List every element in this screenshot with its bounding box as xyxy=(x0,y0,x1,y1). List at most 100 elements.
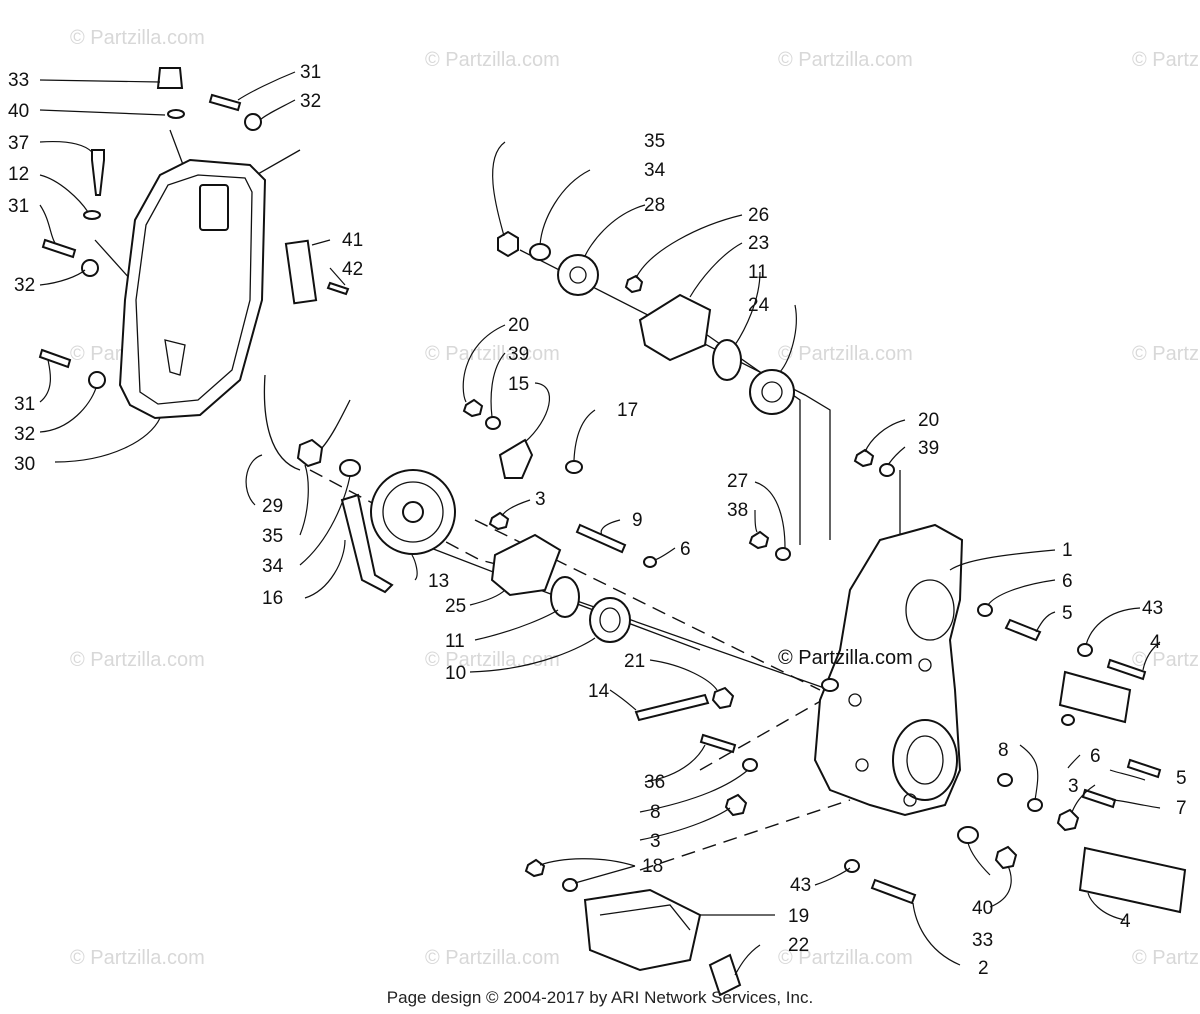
callout-2: 2 xyxy=(978,958,989,979)
callout-25: 25 xyxy=(445,596,466,617)
callout-11: 11 xyxy=(445,631,465,652)
callout-32: 32 xyxy=(300,91,321,112)
callout-5: 5 xyxy=(1062,603,1073,624)
clip-15 xyxy=(498,438,534,479)
callout-27: 27 xyxy=(727,471,748,492)
callout-22: 22 xyxy=(788,935,809,956)
callout-11: 11 xyxy=(748,262,768,283)
callout-8: 8 xyxy=(650,802,661,823)
bracket-25 xyxy=(490,533,562,597)
callout-6: 6 xyxy=(680,539,691,560)
ring-11b xyxy=(712,339,742,381)
watermark: © Partzilla.com xyxy=(778,947,913,969)
callout-32: 32 xyxy=(14,424,35,445)
ring-11 xyxy=(550,576,580,618)
callout-labels: 33 40 37 12 31 32 31 32 31 32 30 41 42 2… xyxy=(8,62,1187,979)
callout-34: 34 xyxy=(644,160,666,181)
callout-43: 43 xyxy=(790,875,811,896)
leader-lines xyxy=(39,71,1161,976)
callout-31: 31 xyxy=(300,62,321,83)
callout-16: 16 xyxy=(262,588,283,609)
callout-20: 20 xyxy=(918,410,939,431)
watermark: © Partzilla.com xyxy=(425,49,560,71)
watermark: © Partzilla.com xyxy=(778,49,913,71)
bolt-14 xyxy=(634,693,710,722)
callout-21: 21 xyxy=(624,651,645,672)
chain-case-cover xyxy=(118,158,267,420)
callout-12: 12 xyxy=(8,164,29,185)
callout-35: 35 xyxy=(644,131,665,152)
page-footer: Page design © 2004-2017 by ARI Network S… xyxy=(387,988,813,1007)
watermark: © Partzilla.com xyxy=(70,27,205,49)
bearing-24 xyxy=(749,369,795,415)
callout-1: 1 xyxy=(1062,540,1073,561)
callout-20: 20 xyxy=(508,315,529,336)
callout-15: 15 xyxy=(508,374,529,395)
callout-30: 30 xyxy=(14,454,35,475)
watermark: © Partzilla.com xyxy=(70,649,205,671)
callout-40: 40 xyxy=(972,898,993,919)
callout-6: 6 xyxy=(1062,571,1073,592)
callout-36: 36 xyxy=(644,772,665,793)
left-drive-parts xyxy=(263,374,631,643)
callout-7: 7 xyxy=(1176,798,1187,819)
watermark: © Partzilla.com xyxy=(1132,649,1200,671)
callout-40: 40 xyxy=(8,101,29,122)
callout-39: 39 xyxy=(918,438,939,459)
chain xyxy=(340,493,394,594)
callout-42: 42 xyxy=(342,259,363,280)
callout-4: 4 xyxy=(1120,911,1131,932)
callout-31: 31 xyxy=(8,196,29,217)
cover-boss xyxy=(199,184,229,231)
callout-37: 37 xyxy=(8,133,29,154)
chain-case-housing xyxy=(813,523,964,817)
watermark: © Partzilla.com xyxy=(1132,947,1200,969)
shaft-lower xyxy=(1078,846,1187,914)
shaft-upper xyxy=(1058,670,1132,724)
callout-6: 6 xyxy=(1090,746,1101,767)
cover-hardware xyxy=(38,67,350,389)
callout-17: 17 xyxy=(617,400,638,421)
callout-39: 39 xyxy=(508,344,529,365)
callout-41: 41 xyxy=(342,230,363,251)
tensioner-19 xyxy=(583,888,702,972)
callout-28: 28 xyxy=(644,195,665,216)
callout-13: 13 xyxy=(428,571,449,592)
tensioner-parts xyxy=(524,678,839,997)
callout-32: 32 xyxy=(14,275,35,296)
callout-26: 26 xyxy=(748,205,769,226)
callout-3: 3 xyxy=(535,489,546,510)
callout-14: 14 xyxy=(588,681,610,702)
callout-10: 10 xyxy=(445,663,466,684)
callout-29: 29 xyxy=(262,496,283,517)
watermarks: © Partzilla.com © Partzilla.com © Partzi… xyxy=(70,27,1200,969)
callout-19: 19 xyxy=(788,906,809,927)
callout-31: 31 xyxy=(14,394,35,415)
callout-38: 38 xyxy=(727,500,748,521)
callout-24: 24 xyxy=(748,295,770,316)
callout-43: 43 xyxy=(1142,598,1163,619)
callout-4: 4 xyxy=(1150,632,1161,653)
callout-33: 33 xyxy=(972,930,993,951)
watermark: © Partzilla.com xyxy=(778,343,913,365)
center-watermark: © Partzilla.com xyxy=(778,647,913,669)
watermark: © Partzilla.com xyxy=(425,343,560,365)
watermark: © Partzilla.com xyxy=(1132,343,1200,365)
gear-28 xyxy=(557,254,599,296)
callout-5: 5 xyxy=(1176,768,1187,789)
callout-33: 33 xyxy=(8,70,29,91)
bracket-23 xyxy=(638,293,712,362)
watermark: © Partzilla.com xyxy=(425,947,560,969)
callout-18: 18 xyxy=(642,856,663,877)
callout-9: 9 xyxy=(632,510,643,531)
watermark: © Partzilla.com xyxy=(1132,49,1200,71)
callout-23: 23 xyxy=(748,233,769,254)
upper-drive-parts xyxy=(462,230,795,568)
callout-35: 35 xyxy=(262,526,283,547)
bearing-10 xyxy=(589,597,631,643)
callout-34: 34 xyxy=(262,556,284,577)
callout-3: 3 xyxy=(1068,776,1079,797)
callout-3: 3 xyxy=(650,831,661,852)
callout-8: 8 xyxy=(998,740,1009,761)
